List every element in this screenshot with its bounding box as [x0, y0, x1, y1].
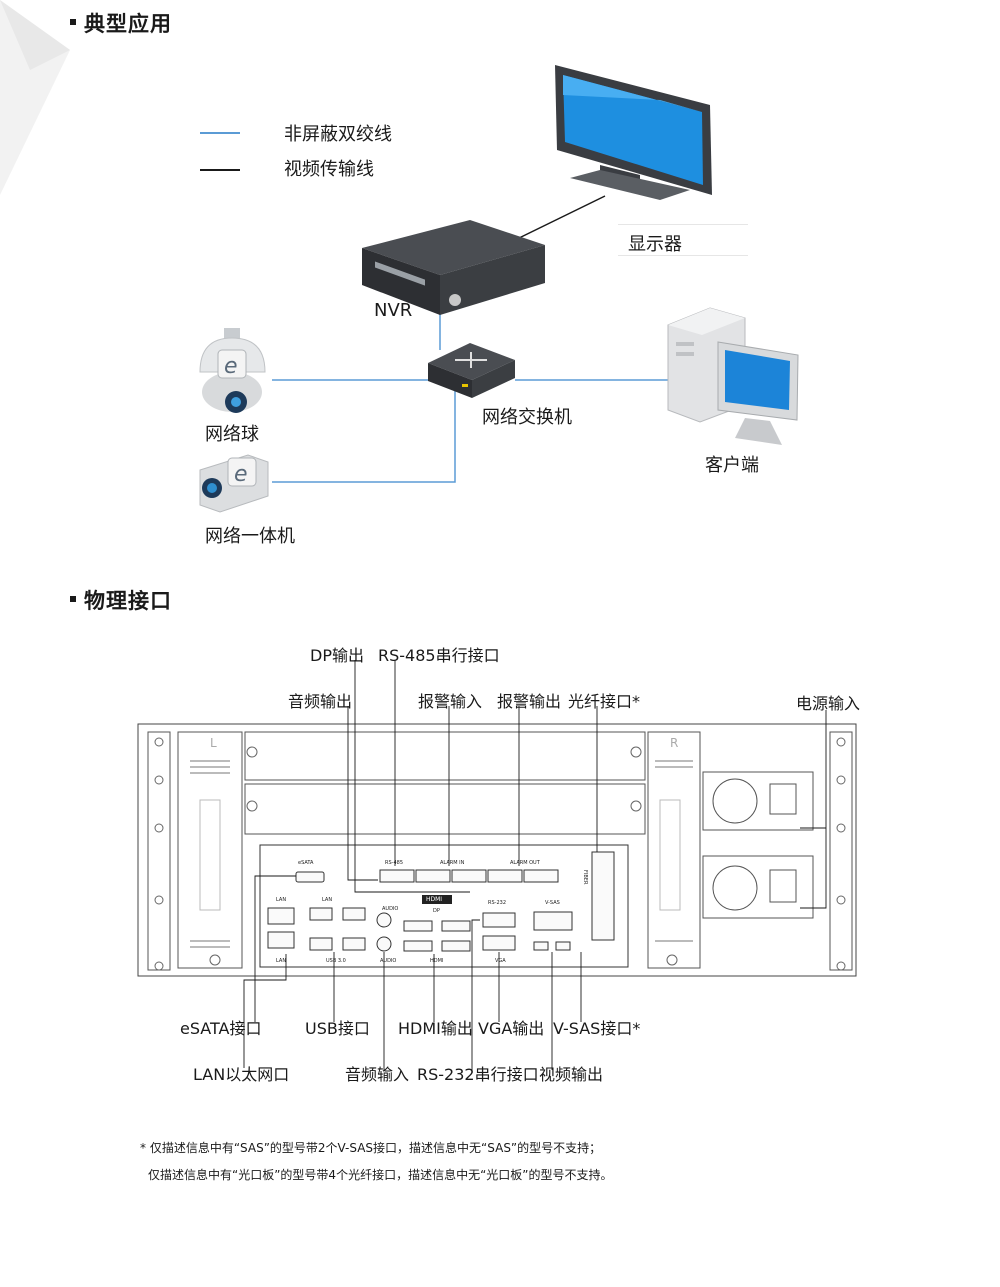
monitor-label-rule-bottom [618, 255, 748, 256]
legend-swatch-video [200, 169, 240, 171]
left-ear [147, 731, 171, 971]
panel-hdmi: HDMI [430, 958, 444, 964]
client-label: 客户端 [705, 455, 759, 476]
label-vga-out: VGA输出 [478, 1019, 545, 1038]
corner-decoration [0, 0, 70, 195]
chassis-outline [137, 723, 857, 977]
panel-lan-bottom: LAN [276, 958, 287, 964]
label-audio-in: 音频输入 [345, 1065, 410, 1084]
monitor-label-rule-top [618, 224, 748, 225]
panel-audio-bottom: AUDIO [380, 958, 397, 964]
legend-label-utp: 非屏蔽双绞线 [284, 124, 392, 145]
label-power-in: 电源输入 [796, 694, 861, 713]
panel-side-r: R [670, 736, 679, 750]
label-esata: eSATA接口 [180, 1019, 262, 1038]
section-title-physical-interfaces: 物理接口 [70, 585, 172, 615]
label-rs485: RS-485串行接口 [378, 646, 500, 665]
label-video-out: 视频输出 [539, 1065, 604, 1084]
panel-usb: USB 3.0 [326, 958, 346, 964]
bullet-camera-label: 网络一体机 [205, 526, 295, 547]
label-alarm-out: 报警输出 [497, 692, 562, 711]
bullet-icon [70, 19, 76, 25]
svg-text:e: e [224, 354, 238, 379]
label-dp-out: DP输出 [310, 646, 364, 665]
label-alarm-in: 报警输入 [418, 692, 483, 711]
video-cable-line [514, 195, 606, 241]
dome-camera-label: 网络球 [205, 424, 259, 445]
panel-side-l: L [210, 736, 217, 750]
svg-text:e: e [234, 462, 248, 487]
label-lan: LAN以太网口 [193, 1065, 290, 1084]
label-vsas: V-SAS接口* [553, 1019, 641, 1038]
panel-alarm-out: ALARM OUT [510, 860, 540, 866]
label-rs232: RS-232串行接口 [417, 1065, 539, 1084]
footnote-fiber: 仅描述信息中有“光口板”的型号带4个光纤接口，描述信息中无“光口板”的型号不支持… [148, 1168, 613, 1182]
topology-diagram: e e [199, 65, 799, 513]
footnote-sas: * 仅描述信息中有“SAS”的型号带2个V-SAS接口，描述信息中无“SAS”的… [140, 1141, 602, 1155]
hdmi-logo-block [422, 895, 452, 904]
nvr-label: NVR [374, 300, 413, 321]
panel-vsas: V-SAS [545, 900, 560, 906]
switch-label: 网络交换机 [482, 407, 572, 428]
bullet-icon [70, 596, 76, 602]
switch-icon [428, 343, 515, 398]
panel-hdmi-logo: HDMI [426, 896, 443, 903]
panel-rs485: RS-485 [385, 860, 403, 866]
utp-bullet-switch [272, 390, 456, 483]
panel-audio-top: AUDIO [382, 906, 399, 912]
label-fiber: 光纤接口* [568, 692, 641, 711]
nvr-icon [362, 220, 545, 315]
panel-lan-top: LAN [276, 897, 287, 903]
panel-dp: DP [433, 908, 440, 914]
right-ear [829, 731, 853, 971]
panel-rs232: RS-232 [488, 900, 506, 906]
legend-label-video: 视频传输线 [284, 159, 374, 180]
label-hdmi-out: HDMI输出 [398, 1019, 473, 1038]
panel-esata: eSATA [298, 860, 314, 866]
panel-alarm-in: ALARM IN [440, 860, 465, 866]
panel-fiber: FIBER [582, 870, 588, 885]
panel-vga: VGA [495, 958, 506, 964]
dome-camera-icon: e [199, 328, 266, 413]
bullet-camera-icon: e [199, 454, 269, 513]
monitor-icon [555, 65, 712, 200]
esata-port [295, 871, 325, 883]
label-audio-out: 音频输出 [288, 692, 353, 711]
section-title-typical-application: 典型应用 [70, 8, 172, 38]
client-pc-icon [667, 307, 799, 445]
panel-lan-top-2: LAN [322, 897, 333, 903]
legend-swatch-utp [200, 132, 240, 134]
label-usb: USB接口 [305, 1019, 370, 1038]
monitor-label: 显示器 [628, 234, 682, 255]
